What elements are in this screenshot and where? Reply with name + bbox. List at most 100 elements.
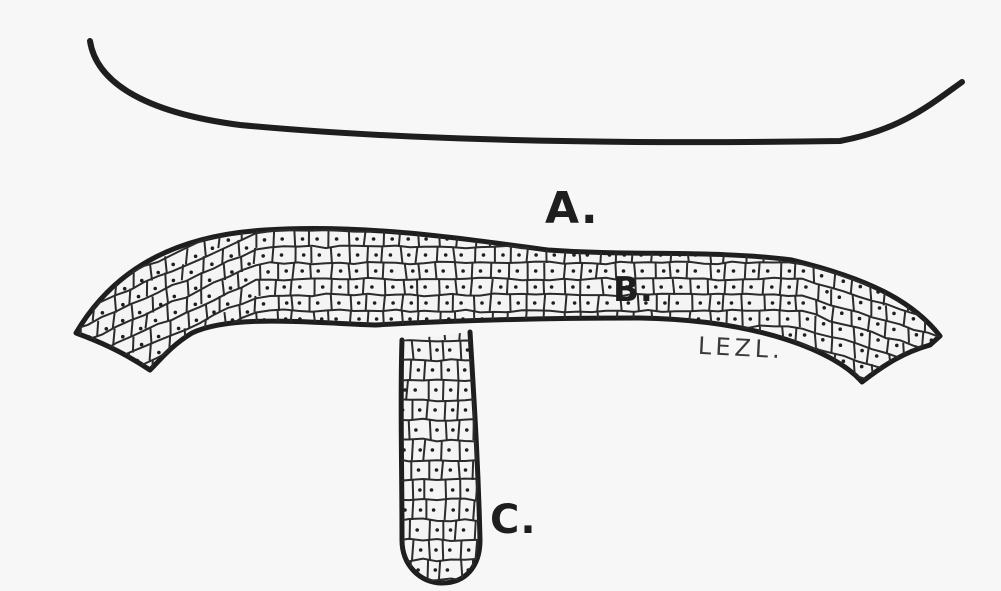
cell-nucleus	[623, 253, 627, 257]
cell-nucleus	[466, 348, 470, 352]
cell-wall	[383, 263, 384, 279]
cell-nucleus	[417, 348, 421, 352]
cell-nucleus	[878, 306, 882, 310]
cell-wall	[428, 560, 429, 580]
cell-nucleus	[410, 301, 414, 305]
cell-nucleus	[462, 285, 466, 289]
cell-nucleus	[445, 301, 449, 305]
cell-nucleus	[678, 253, 682, 257]
cell-nucleus	[434, 568, 438, 572]
cell-wall	[854, 359, 855, 375]
cell-wall	[153, 297, 154, 313]
cell-wall	[814, 268, 815, 284]
cell-nucleus	[447, 317, 451, 321]
cell-nucleus	[572, 253, 576, 257]
cell-nucleus	[499, 285, 503, 289]
cell-nucleus	[177, 327, 181, 331]
cell-nucleus	[244, 278, 248, 282]
cell-nucleus	[355, 285, 359, 289]
cell-nucleus	[608, 285, 612, 289]
cell-wall	[367, 247, 368, 263]
cell-tissue-c	[391, 319, 487, 591]
cell-wall	[412, 440, 413, 460]
cell-wall	[133, 337, 134, 353]
cell-nucleus	[732, 285, 736, 289]
cell-nucleus	[338, 285, 342, 289]
cell-nucleus	[334, 317, 338, 321]
cell-nucleus	[418, 408, 422, 412]
cell-wall	[384, 231, 385, 247]
cell-wall	[908, 327, 909, 343]
cell-nucleus	[389, 317, 393, 321]
cell-nucleus	[123, 287, 127, 291]
cell-nucleus	[825, 290, 829, 294]
cell-nucleus	[407, 253, 411, 257]
cell-nucleus	[245, 246, 249, 250]
cell-wall	[491, 263, 492, 279]
cell-wall	[187, 296, 188, 312]
cell-nucleus	[172, 279, 176, 283]
cell-wall	[349, 231, 350, 247]
cell-wall	[439, 560, 440, 580]
cell-nucleus	[408, 317, 412, 321]
cell-nucleus	[697, 285, 701, 289]
cell-nucleus	[355, 269, 359, 273]
cell-nucleus	[459, 253, 463, 257]
cell-nucleus	[159, 303, 163, 307]
cell-nucleus	[789, 333, 793, 337]
cell-wall	[241, 256, 242, 272]
cell-wall	[366, 295, 367, 311]
cell-nucleus	[572, 269, 576, 273]
cell-nucleus	[262, 302, 266, 306]
cell-nucleus	[771, 301, 775, 305]
cell-nucleus	[697, 317, 701, 321]
cell-nucleus	[806, 317, 810, 321]
cell-nucleus	[174, 311, 178, 315]
cell-nucleus	[451, 508, 455, 512]
cell-wall	[764, 295, 765, 311]
cell-nucleus	[433, 408, 437, 412]
cell-nucleus	[320, 317, 324, 321]
cell-nucleus	[212, 310, 216, 314]
cell-wall	[473, 460, 474, 480]
cell-nucleus	[571, 285, 575, 289]
cell-wall	[853, 295, 854, 311]
cell-nucleus	[516, 301, 520, 305]
cell-nucleus	[639, 253, 643, 257]
cell-nucleus	[663, 301, 667, 305]
cell-nucleus	[246, 310, 250, 314]
cell-nucleus	[895, 344, 899, 348]
cell-nucleus	[749, 285, 753, 289]
cell-wall	[687, 263, 688, 279]
cell-wall	[741, 295, 742, 311]
cell-nucleus	[447, 368, 451, 372]
cell-wall	[472, 263, 473, 279]
cell-nucleus	[842, 279, 846, 283]
cell-nucleus	[464, 468, 468, 472]
cell-nucleus	[261, 254, 265, 258]
cell-wall	[445, 500, 446, 520]
cell-nucleus	[498, 269, 502, 273]
cell-nucleus	[229, 286, 233, 290]
cell-nucleus	[482, 253, 486, 257]
cell-wall	[294, 231, 295, 247]
cell-nucleus	[431, 448, 435, 452]
cell-nucleus	[171, 263, 175, 267]
cell-nucleus	[416, 568, 420, 572]
cell-nucleus	[449, 528, 453, 532]
cell-nucleus	[284, 269, 288, 273]
cell-nucleus	[449, 468, 453, 472]
cell-nucleus	[752, 269, 756, 273]
cell-nucleus	[478, 285, 482, 289]
cell-nucleus	[676, 301, 680, 305]
cell-wall	[854, 343, 855, 359]
cell-wall	[473, 500, 474, 520]
cell-wall	[188, 280, 189, 296]
cell-nucleus	[121, 319, 125, 323]
cell-wall	[885, 321, 886, 337]
cell-wall	[367, 311, 368, 327]
cell-nucleus	[876, 322, 880, 326]
cell-nucleus	[659, 253, 663, 257]
cell-wall	[474, 295, 475, 311]
cell-nucleus	[211, 246, 215, 250]
